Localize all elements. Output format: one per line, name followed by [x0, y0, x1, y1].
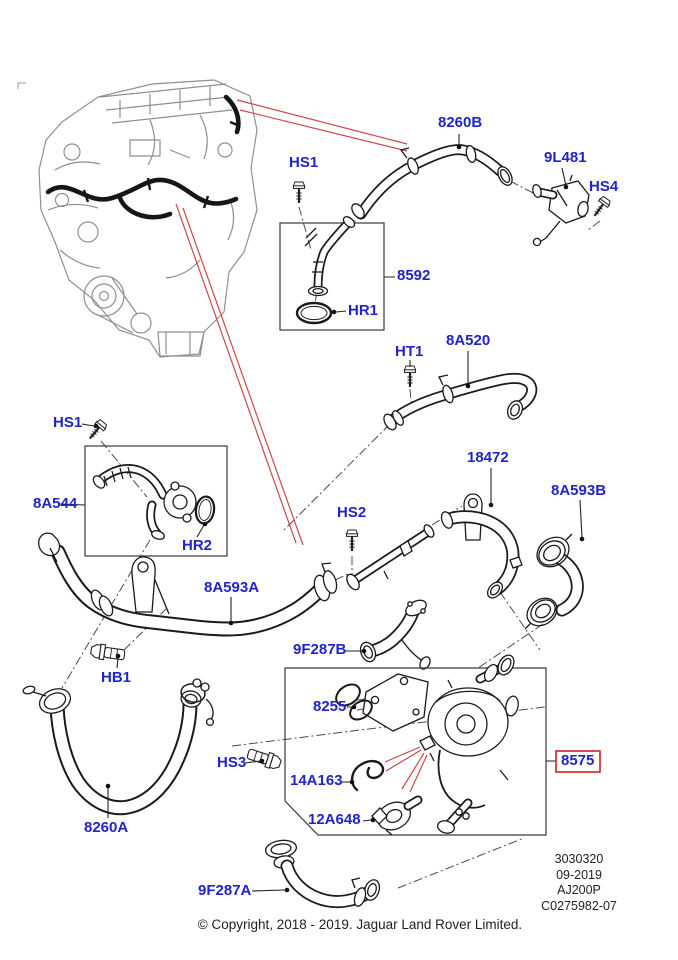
part-connecting-tube	[346, 524, 435, 591]
callout-8575-highlighted[interactable]: 8575	[561, 752, 595, 769]
callout-18472[interactable]: 18472	[467, 449, 509, 466]
part-8260B-hose	[351, 144, 513, 220]
hs1-top-screw-icon	[292, 180, 306, 205]
hs3-bolt-icon	[245, 745, 283, 772]
part-8A593B-hose	[524, 533, 584, 630]
part-14A163-clip	[350, 759, 385, 792]
callout-HS3[interactable]: HS3	[217, 754, 247, 771]
callout-8260A[interactable]: 8260A	[84, 819, 129, 836]
part-9L481-connector	[532, 174, 590, 247]
callout-8A544[interactable]: 8A544	[33, 495, 78, 512]
callout-hs1-left[interactable]: HS1	[53, 414, 83, 431]
callout-12A648[interactable]: 12A648	[308, 811, 361, 828]
callout-HR2[interactable]: HR2	[182, 537, 213, 554]
part-8255-gasket	[335, 683, 373, 721]
callout-HS4[interactable]: HS4	[589, 178, 619, 195]
part-8592-connector	[304, 216, 356, 297]
callout-8255[interactable]: 8255	[313, 698, 347, 715]
doc-number: 3030320	[554, 852, 604, 866]
hr1-o-ring	[295, 301, 333, 325]
part-8A544-box	[84, 445, 228, 557]
hs1-left-screw-icon	[84, 417, 109, 444]
callout-HT1[interactable]: HT1	[395, 343, 424, 360]
callout-14A163[interactable]: 14A163	[290, 772, 343, 789]
callout-8260B[interactable]: 8260B	[438, 114, 483, 131]
engine-illustration	[38, 79, 258, 358]
doc-date: 09-2019	[556, 867, 602, 882]
callout-8A593B[interactable]: 8A593B	[551, 482, 607, 499]
hs4-screw-icon	[588, 194, 613, 221]
document-info-block: 3030320 09-2019 AJ200P C0275982-07	[518, 852, 640, 914]
callout-HB1[interactable]: HB1	[101, 669, 132, 686]
page-corner-mark	[17, 82, 26, 89]
part-9F287A-hose	[264, 839, 381, 909]
doc-revision: C0275982-07	[541, 898, 617, 913]
part-18472-pipe	[440, 493, 523, 599]
part-8260A-hose	[22, 678, 215, 816]
callout-9F287A[interactable]: 9F287A	[198, 882, 252, 899]
part-9F287B-elbow	[359, 599, 431, 670]
doc-engine-code: AJ200P	[557, 883, 601, 897]
part-12A648-sensor	[371, 795, 423, 836]
part-8575-thermostat-housing	[362, 654, 519, 834]
callout-9L481[interactable]: 9L481	[544, 149, 587, 166]
ht1-screw-icon	[403, 364, 417, 389]
part-8A544-connector	[92, 463, 216, 540]
callout-9F287B[interactable]: 9F287B	[293, 641, 347, 658]
callout-HS2[interactable]: HS2	[337, 504, 367, 521]
callout-8A593A[interactable]: 8A593A	[204, 579, 260, 596]
callout-hs1-top[interactable]: HS1	[289, 154, 319, 171]
callout-HR1[interactable]: HR1	[348, 302, 379, 319]
part-8A593A-pipe	[38, 532, 338, 637]
hs2-screw-icon	[345, 528, 359, 553]
copyright-line: © Copyright, 2018 - 2019. Jaguar Land Ro…	[197, 917, 523, 932]
callout-8592[interactable]: 8592	[397, 267, 431, 284]
highlight-box-8575	[555, 750, 601, 773]
callout-8A520[interactable]: 8A520	[446, 332, 491, 349]
hb1-bolt-icon	[89, 642, 126, 663]
part-8A520-pipe	[383, 372, 538, 431]
callout-leaders	[59, 134, 585, 893]
